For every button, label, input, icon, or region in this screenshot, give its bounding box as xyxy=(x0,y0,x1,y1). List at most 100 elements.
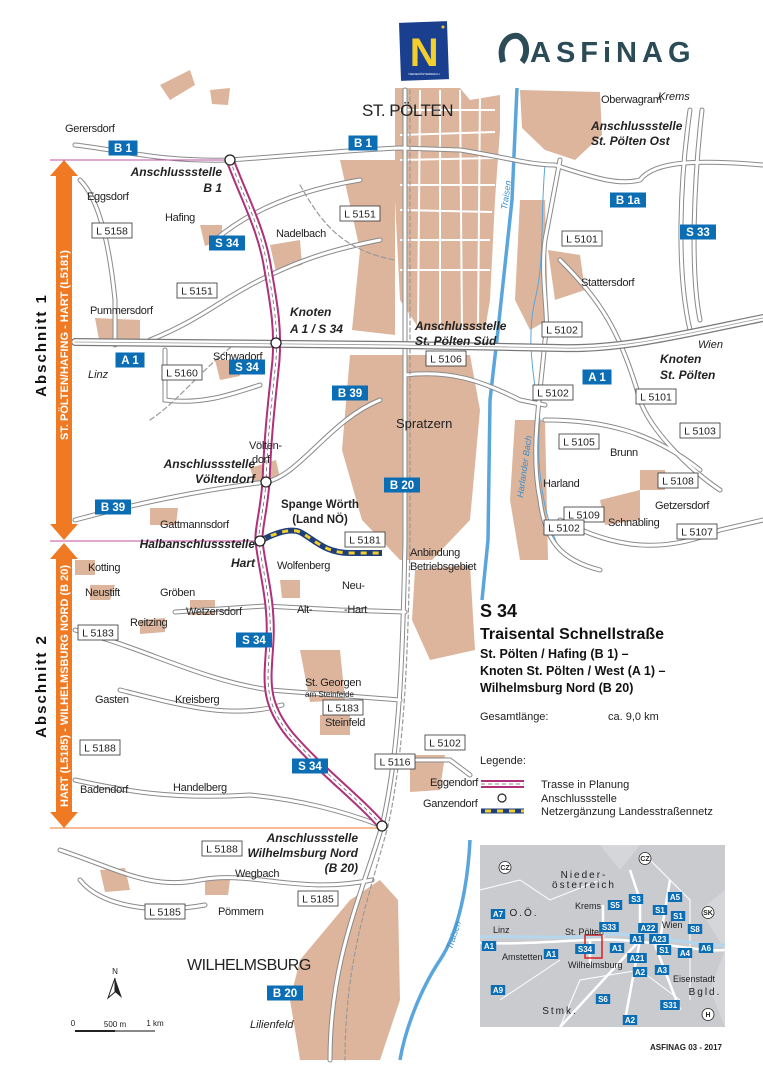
river-traisen-label-south: Traisen xyxy=(444,920,463,951)
info-route-line: Wilhelmsburg Nord (B 20) xyxy=(480,681,633,695)
place-oberwagram: Oberwagram xyxy=(601,94,662,106)
inset-badge-a1a-shield xyxy=(629,934,645,944)
inset-badge-a21: A21 xyxy=(630,954,645,963)
road-badge-s34c-shield xyxy=(236,632,272,648)
inset-badge-a2a: A2 xyxy=(635,968,646,977)
road-number-l5102a: L 5102 xyxy=(546,325,578,337)
road-badge-b1a-shield xyxy=(108,140,138,156)
info-length-value: ca. 9,0 km xyxy=(608,711,659,723)
inset-country-cz1: CZ xyxy=(500,865,510,872)
road-number-l5108: L 5108 xyxy=(662,476,694,488)
road-number-l5108-box xyxy=(657,472,699,489)
inset-badge-s1c-shield xyxy=(656,945,672,955)
place-wegbach: Wegbach xyxy=(235,868,279,880)
road-number-l5103: L 5103 xyxy=(684,426,716,438)
scale-zero: 0 xyxy=(71,1019,76,1028)
place-neu: Neu- xyxy=(342,580,365,592)
city-st-poelten: ST. PÖLTEN xyxy=(362,101,453,120)
junction-label-st-poelten-sued: Anschlussstelle xyxy=(414,319,507,333)
legend-title: Legende: xyxy=(480,755,526,767)
section-1-label: ST. PÖLTEN/HAFING - HART (L5181) xyxy=(58,250,71,440)
junction-label-knoten-a1-s34: A 1 / S 34 xyxy=(289,322,343,336)
place-spratzern: Spratzern xyxy=(396,416,452,431)
road-badge-s33: S 33 xyxy=(686,227,710,239)
noe-logo-subtitle: NIEDERÖSTERREICH xyxy=(408,72,439,76)
place-wolfenberg: Wolfenberg xyxy=(277,560,330,572)
road-number-l5185b-box xyxy=(144,903,186,920)
road-number-l5183b-box xyxy=(322,699,364,716)
inset-badge-a5: A5 xyxy=(670,893,681,902)
direction-lilienfeld: Lilienfeld xyxy=(250,1019,294,1031)
inset-badge-s3-shield xyxy=(628,894,644,904)
noe-logo-letter: N xyxy=(410,31,438,75)
section-1-title: Abschnitt 1 xyxy=(33,293,50,397)
place-eggendorf: Eggendorf xyxy=(430,777,479,789)
road-number-l5151b-box xyxy=(176,282,218,299)
road-badge-s34a: S 34 xyxy=(215,238,239,250)
road-number-l5106: L 5106 xyxy=(430,354,462,366)
place-voelten2: dorf xyxy=(252,454,271,466)
inset-badge-a3-shield xyxy=(654,965,670,975)
junctions xyxy=(224,154,388,832)
inset-badge-s1b-shield xyxy=(670,911,686,921)
place-harland: Harland xyxy=(543,478,580,490)
direction-wien: Wien xyxy=(698,339,723,351)
place-steinfeld: Steinfeld xyxy=(325,717,365,729)
country-badge-cz2 xyxy=(638,852,652,865)
inset-badge-a1d-shield xyxy=(543,949,559,959)
city-wilhelmsburg: WILHELMSBURG xyxy=(187,957,311,974)
road-badge-s34c: S 34 xyxy=(242,635,266,647)
road-number-l5102c: L 5102 xyxy=(548,523,580,535)
road-number-l5160-box xyxy=(161,364,203,381)
place-kotting: Kotting xyxy=(88,562,120,574)
road-number-l5183b: L 5183 xyxy=(327,703,359,715)
road-badge-b39b: B 39 xyxy=(101,502,125,514)
north-arrow-icon xyxy=(106,977,122,1000)
place-am-steinfelde: am Steinfelde xyxy=(305,690,354,699)
place-alt: Alt- xyxy=(297,604,313,616)
direction-krems: Krems xyxy=(658,91,690,103)
road-number-l5185a: L 5185 xyxy=(302,894,334,906)
noe-logo xyxy=(399,21,449,81)
junction-b1-icon xyxy=(224,154,236,166)
spange-woerth-road xyxy=(258,527,382,556)
inset-place-krems: Krems xyxy=(575,901,602,911)
road-badge-s34d-shield xyxy=(292,758,328,774)
road-number-l5188b-box xyxy=(201,840,243,857)
inset-place-wien: Wien xyxy=(662,920,683,930)
road-badge-a1b-shield xyxy=(582,369,612,385)
road-badge-a1a: A 1 xyxy=(121,355,139,367)
road-number-l5101a-box xyxy=(561,230,603,247)
road-number-l5151b: L 5151 xyxy=(181,286,213,298)
place-brunn: Brunn xyxy=(610,447,638,459)
section-boundaries xyxy=(50,159,382,829)
junction-label-st-poelten-sued: St. Pölten Süd xyxy=(415,334,497,348)
inset-badge-s5-shield xyxy=(607,900,623,910)
inset-map xyxy=(479,845,726,1028)
junction-label-wilhelmsburg-nord: Anschlussstelle xyxy=(266,831,359,845)
inset-region-ooe: O.Ö. xyxy=(509,907,538,919)
inset-badge-s33-shield xyxy=(599,922,619,932)
road-badge-b20a-shield xyxy=(384,477,420,493)
road-badge-s34d: S 34 xyxy=(298,761,322,773)
inset-region-noe2: österreich xyxy=(552,880,616,891)
junction-wilhelmsburg-icon xyxy=(376,820,388,832)
inset-badge-a9-shield xyxy=(490,985,506,995)
place-handelberg: Handelberg xyxy=(173,782,227,794)
inset-badge-a3: A3 xyxy=(657,966,668,975)
inset-badge-a1b-shield xyxy=(481,941,497,951)
road-number-l5102c-box xyxy=(543,519,585,536)
place-anbindung2: Betriebsgebiet xyxy=(410,561,476,573)
road-number-l5102d: L 5102 xyxy=(429,738,461,750)
road-number-l5158-box xyxy=(91,222,133,239)
place-badendorf: Badendorf xyxy=(80,784,129,796)
inset-badge-a4-shield xyxy=(677,948,693,958)
inset-badge-a7-shield xyxy=(490,909,506,919)
inset-badge-a5-shield xyxy=(667,892,683,902)
road-badge-b20b: B 20 xyxy=(273,988,297,1000)
road-number-l5102b-box xyxy=(532,384,574,401)
road-badge-b20a: B 20 xyxy=(390,480,414,492)
legend-item-junction: Anschlussstelle xyxy=(541,793,617,805)
north-label: N xyxy=(112,967,118,976)
